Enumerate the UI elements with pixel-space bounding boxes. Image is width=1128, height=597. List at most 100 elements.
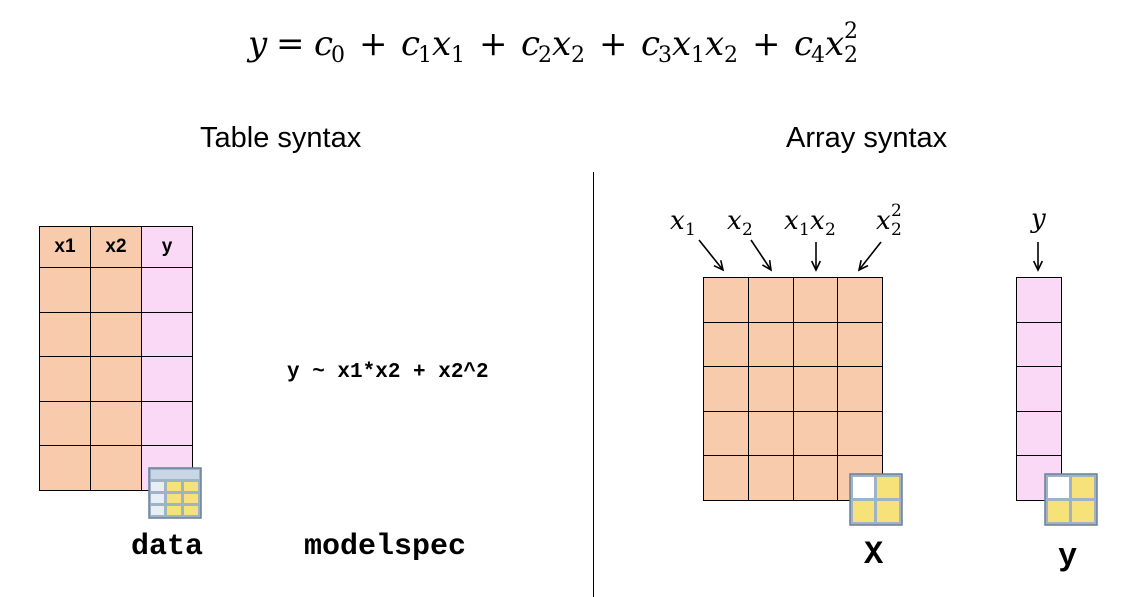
y-label-var: y: [1030, 204, 1046, 234]
arrow-head: [761, 259, 773, 272]
arrow-head: [713, 260, 725, 272]
matrix-cell: [703, 366, 749, 412]
matrix-cell: [703, 277, 749, 323]
coef-subscript: 0: [331, 43, 345, 68]
coef-subscript: 2: [538, 43, 552, 68]
x-label-var: x: [876, 206, 891, 236]
x-label-subscript: 2: [891, 220, 902, 240]
table-cell: [90, 267, 142, 313]
data-table: x1 x2 y: [39, 226, 193, 491]
var-symbol: x: [705, 24, 724, 64]
table-cell: [39, 311, 91, 358]
arrow-head: [810, 260, 822, 272]
table-cell: [39, 400, 91, 447]
table-cell: [90, 445, 142, 491]
var-symbol: x: [552, 24, 571, 64]
coef-subscript: 3: [658, 43, 672, 68]
coef-symbol: c: [794, 24, 813, 64]
var-subscript: 2: [844, 43, 858, 68]
matrix-cell: [792, 321, 839, 368]
matrix-cell: [703, 455, 749, 501]
array-syntax-heading: Array syntax: [786, 122, 948, 154]
x-matrix: [703, 277, 883, 501]
table-cell: [141, 267, 193, 313]
coef-symbol: c: [401, 24, 420, 64]
arrow-head: [857, 260, 869, 272]
matrix-cell: [747, 366, 794, 412]
equation-plus: +: [359, 24, 388, 64]
table-cell: [141, 356, 193, 402]
table-cell: [141, 311, 193, 358]
x-label-subscript: 1: [799, 220, 810, 240]
table-header-row: x1 x2 y: [39, 226, 193, 268]
matrix-row: [703, 410, 883, 457]
x-label-var: x: [727, 206, 742, 236]
var-superscript: 2: [844, 19, 858, 44]
x-label-var: x: [670, 206, 685, 236]
table-row: [39, 267, 193, 313]
x-label-superscript: 2: [891, 201, 902, 221]
vector-cell: [1016, 321, 1062, 368]
matrix-cell: [837, 321, 883, 368]
modelspec-label: modelspec: [304, 530, 467, 564]
vector-row: [1016, 410, 1062, 457]
table-cell: [141, 400, 193, 447]
var-subscript: 1: [451, 43, 465, 68]
y-label: y: [1030, 204, 1046, 234]
coef-symbol: c: [641, 24, 660, 64]
table-icon: [148, 467, 202, 519]
var-subscript: 1: [691, 43, 705, 68]
table-row: [39, 356, 193, 402]
matrix-row: [703, 321, 883, 368]
data-label: data: [131, 530, 204, 564]
matrix-icon-x: [849, 473, 903, 526]
coef-subscript: 4: [811, 43, 825, 68]
arrow-line: [698, 239, 724, 271]
equation-lhs: y: [246, 24, 268, 64]
column-header-y: y: [141, 226, 193, 268]
y-vector: [1016, 277, 1062, 501]
table-cell: [39, 267, 91, 313]
table-cell: [90, 356, 142, 402]
x-label-subscript: 2: [825, 220, 836, 240]
vector-cell: [1016, 410, 1062, 457]
var-symbol: x: [825, 24, 844, 64]
table-row: [39, 400, 193, 447]
matrix-cell: [703, 321, 749, 368]
table-cell: [90, 400, 142, 447]
var-symbol: x: [672, 24, 691, 64]
equation-plus: +: [479, 24, 508, 64]
matrix-cell: [747, 455, 794, 501]
x-label-var: x: [784, 206, 799, 236]
arrow-head: [1032, 260, 1044, 272]
matrix-row: [703, 277, 883, 323]
equation-equals: =: [276, 24, 305, 64]
matrix-cell: [703, 410, 749, 457]
equation-plus: +: [752, 24, 781, 64]
vector-cell: [1016, 277, 1062, 323]
x-label-subscript: 2: [742, 220, 753, 240]
matrix-cell: [792, 366, 839, 412]
matrix-cell: [792, 277, 839, 323]
x-label-var: x: [810, 206, 825, 236]
matrix-cell: [792, 410, 839, 457]
formula-text: y ~ x1*x2 + x2^2: [287, 361, 489, 384]
vector-row: [1016, 277, 1062, 323]
arrow-line: [858, 241, 882, 271]
var-subscript: 2: [724, 43, 738, 68]
matrix-row: [703, 366, 883, 412]
column-header-x2: x2: [90, 226, 142, 268]
var-subscript: 2: [571, 43, 585, 68]
vector-cell: [1016, 366, 1062, 412]
x-name-label: X: [864, 536, 884, 573]
matrix-icon-y: [1044, 473, 1098, 526]
table-row: [39, 311, 193, 358]
column-header-x1: x1: [39, 226, 91, 268]
vector-row: [1016, 321, 1062, 368]
coef-symbol: c: [521, 24, 540, 64]
y-name-label: y: [1058, 538, 1078, 575]
vector-row: [1016, 366, 1062, 412]
matrix-cell: [837, 366, 883, 412]
